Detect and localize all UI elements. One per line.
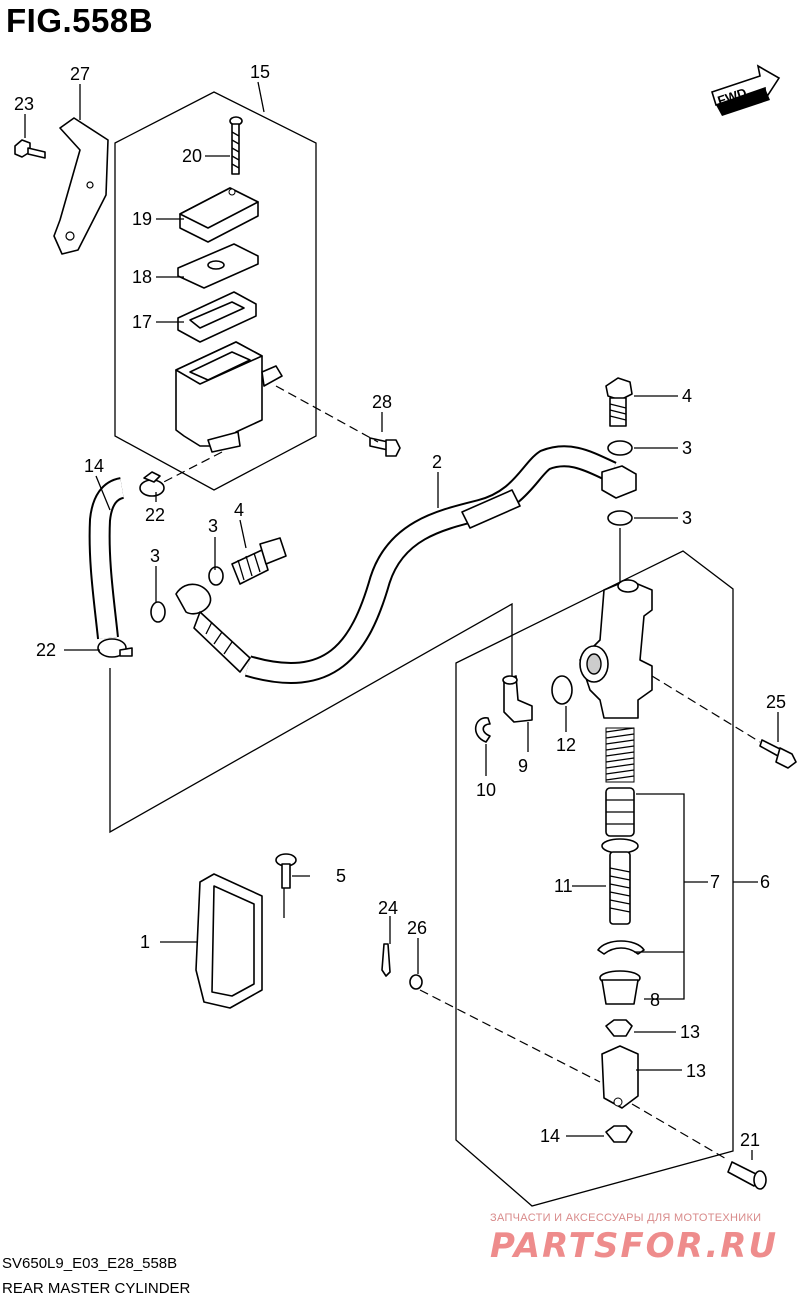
cotter-pin-part-24 [381,943,391,977]
boot-part-8 [599,970,641,1005]
reservoir-group-outline [114,91,317,491]
callout-4-left: 4 [234,500,244,520]
callout-21: 21 [740,1130,760,1150]
callout-7: 7 [710,872,720,892]
diaphragm-part-17 [177,291,257,343]
banjo-bolt-part-4-left [231,537,287,585]
callout-3-left: 3 [150,546,160,566]
callout-3-mid: 3 [208,516,218,536]
callout-17: 17 [132,312,152,332]
callout-14-lower-label: 14 [540,1126,560,1146]
callout-15: 14 [84,456,104,476]
callout-11: 10 [476,780,496,800]
pin-leader [631,1103,729,1161]
fwd-arrow-icon: FWD [711,64,781,116]
washer-part-3-left [150,601,166,623]
callout-2: 2 [432,452,442,472]
callout-18: 18 [132,267,152,287]
plate-part-18 [177,243,259,289]
callout-5: 5 [336,866,346,886]
callout-27: 27 [70,64,90,84]
callout-23: 23 [14,94,34,114]
snap-ring [597,940,645,955]
callout-26: 26 [407,918,427,938]
figure-title: FIG.558B [6,2,154,39]
callout-6: 6 [760,872,770,892]
reservoir-outlet-leader [155,451,223,487]
callout-22-lower: 22 [36,640,56,660]
callout-28: 28 [372,392,392,412]
callout-9: 11 [554,876,573,896]
figure-description: REAR MASTER CYLINDER [2,1280,191,1297]
washer-leader [419,989,601,1083]
washer-part-3-lower [607,510,633,526]
cover-part-1 [195,873,263,1009]
callout-16: 15 [250,62,270,82]
clip-part-22-lower [97,638,133,658]
callout-3-upper: 3 [682,438,692,458]
banjo-bolt-part-4-right [605,377,633,427]
callout-10: 9 [518,756,528,776]
screw-part-5 [275,853,297,889]
circlip-part-11 [474,717,491,743]
screw-part-20 [229,116,243,175]
body-mount-leader [651,675,761,743]
callout-24: 24 [378,898,398,918]
washer-part-3-mid [208,566,224,586]
cap-part-19 [179,187,259,243]
hose-group-outline [109,602,513,834]
pin-part-21 [727,1161,767,1190]
o-ring-part-12 [551,675,573,705]
bolt-part-23 [14,139,46,159]
master-cylinder-group-outline [455,550,734,1207]
reservoir-body [175,341,283,453]
callout-22-upper: 22 [145,505,165,525]
nut-part-14-upper [605,1019,633,1037]
callout-20: 20 [182,146,202,166]
bolt-part-25 [759,739,797,769]
callout-14-upper: 13 [680,1022,700,1042]
brake-hose-part-2 [175,445,637,684]
callout-4-right: 4 [682,386,692,406]
callout-labels: 15 23 27 20 19 18 17 28 14 2 22 3 4 3 22… [14,62,786,1150]
push-rod-part-9 [609,851,631,925]
callout-3-lower: 3 [682,508,692,528]
piston-part-7 [601,787,639,854]
clevis-part-13 [601,1045,639,1109]
washer-part-3-upper [607,440,633,456]
model-code: SV650L9_E03_E28_558B [2,1255,178,1272]
bracket-part-27 [53,117,109,255]
watermark-logo: PARTSFOR.RU [490,1226,779,1266]
hose-part-15 [88,477,125,640]
callout-8: 8 [650,990,660,1010]
callout-1: 1 [140,932,150,952]
nut-part-14-lower [605,1125,633,1143]
master-cylinder-body [579,579,653,719]
callout-19: 19 [132,209,152,229]
callout-12: 12 [556,735,576,755]
watermark-tagline: ЗАПЧАСТИ И АКСЕССУАРЫ ДЛЯ МОТОТЕХНИКИ [490,1212,762,1224]
spring [605,727,635,783]
reservoir-mount-leader [275,385,379,443]
callout-13-label: 13 [686,1061,706,1081]
callout-25: 25 [766,692,786,712]
callout-leaders [24,81,779,1160]
bolt-part-28 [369,437,401,457]
elbow-part-10 [502,675,533,723]
washer-part-26 [409,974,423,990]
clip-part-22-upper [139,471,165,497]
